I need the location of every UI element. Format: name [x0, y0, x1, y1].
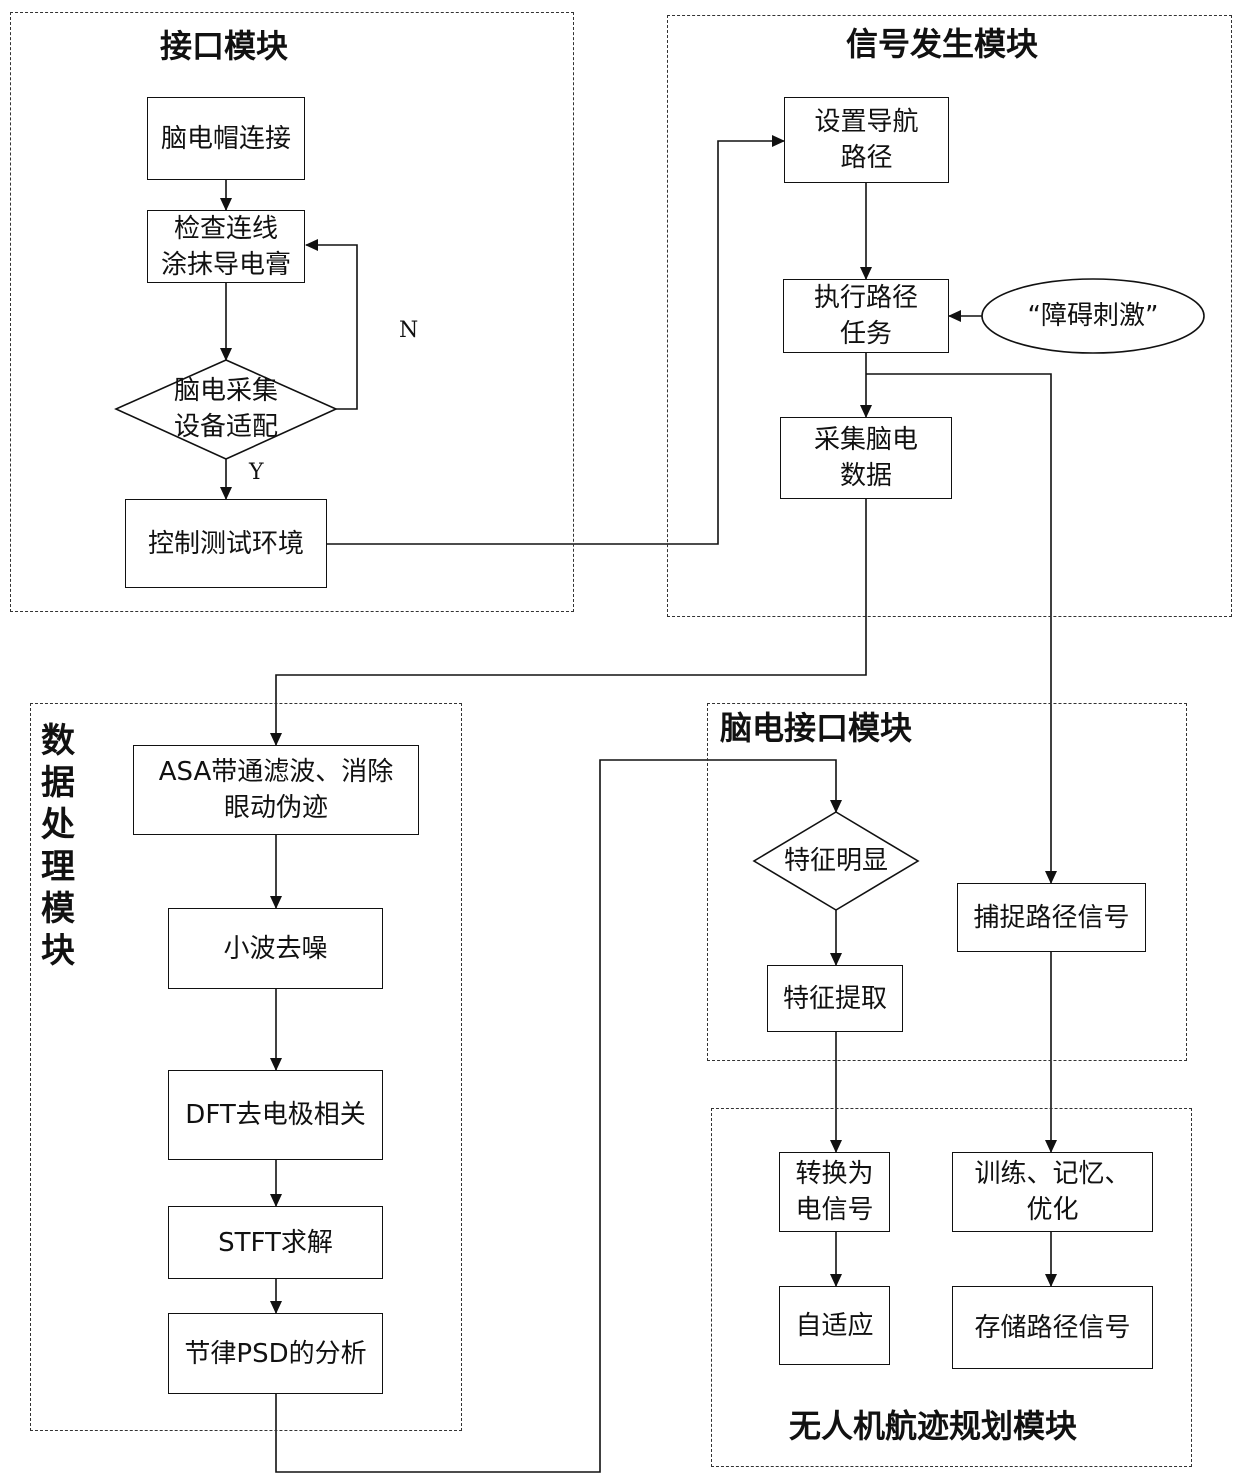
node-feature-extract: 特征提取 [767, 965, 903, 1032]
node-store-signal: 存储路径信号 [952, 1286, 1153, 1369]
node-psd: 节律PSD的分析 [168, 1313, 383, 1394]
node-exec-path: 执行路径 任务 [783, 279, 949, 353]
node-feature-obvious: 特征明显 [760, 841, 912, 881]
node-obstacle: “障碍刺激” [984, 296, 1202, 336]
node-stft: STFT求解 [168, 1206, 383, 1279]
node-adaptive: 自适应 [779, 1286, 890, 1365]
node-capture-signal: 捕捉路径信号 [957, 883, 1146, 952]
node-control-env: 控制测试环境 [125, 499, 327, 588]
zone-title-eeg-interface: 脑电接口模块 [720, 712, 912, 744]
flag-no: N [399, 318, 418, 343]
node-wavelet: 小波去噪 [168, 908, 383, 989]
node-to-electric: 转换为 电信号 [779, 1152, 890, 1232]
node-asa-filter: ASA带通滤波、消除 眼动伪迹 [133, 745, 419, 835]
flag-yes: Y [249, 460, 264, 485]
node-check-wires: 检查连线 涂抹导电膏 [147, 210, 305, 283]
node-collect-eeg: 采集脑电 数据 [780, 417, 952, 499]
zone-title-uav: 无人机航迹规划模块 [789, 1410, 1077, 1442]
node-train: 训练、记忆、 优化 [952, 1152, 1153, 1232]
node-set-path: 设置导航 路径 [784, 97, 949, 183]
node-cap-connect: 脑电帽连接 [147, 97, 305, 180]
zone-title-processing: 数据处理模块 [37, 720, 79, 972]
zone-title-signal: 信号发生模块 [846, 28, 1038, 60]
node-dft: DFT去电极相关 [168, 1070, 383, 1160]
node-device-fit: 脑电采集 设备适配 [146, 370, 306, 448]
zone-title-interface: 接口模块 [160, 30, 288, 62]
